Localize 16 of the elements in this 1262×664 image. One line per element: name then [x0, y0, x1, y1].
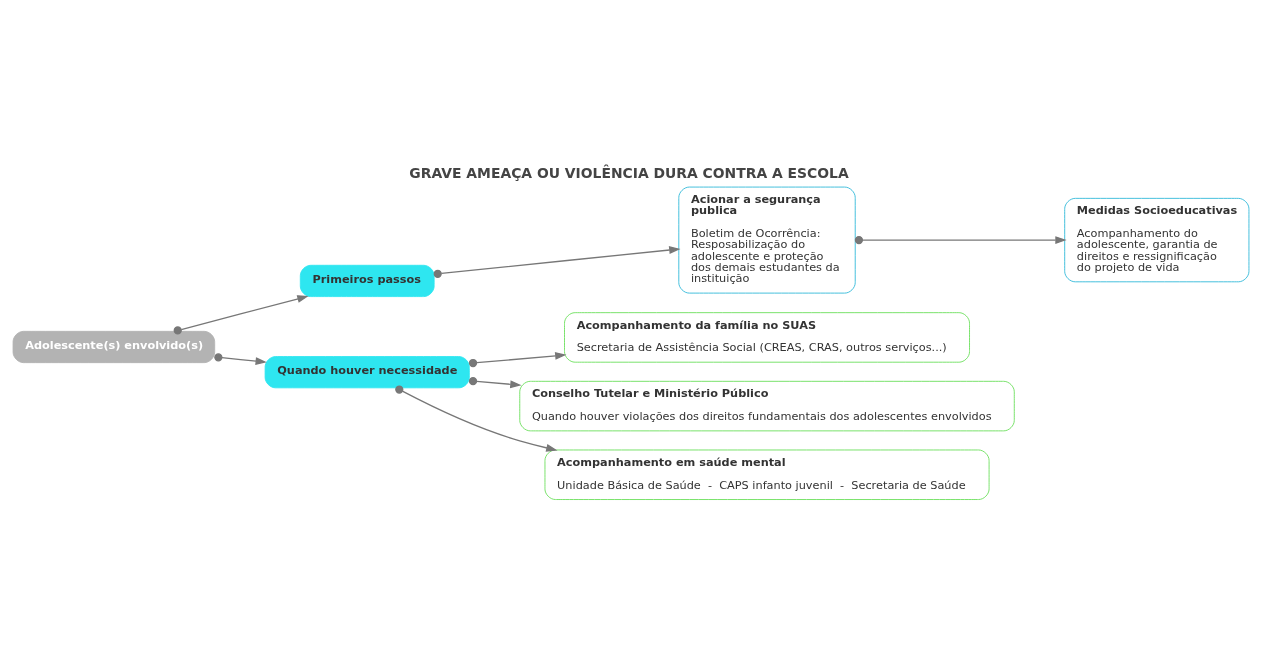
node-box: Acompanhamento em saúde mental Unidade Básica de Saúde - CAPS infanto juvenil - Secretaria de Saúde	[544, 449, 990, 500]
node-box: Quando houver necessidade	[264, 356, 470, 389]
node-box: Primeiros passos	[299, 264, 435, 297]
node-box: Conselho Tutelar e Ministério Público Quando houver violações dos direitos fundamentais dos adolescentes envolvidos	[519, 380, 1015, 432]
arrow	[468, 351, 567, 368]
arrow	[173, 295, 309, 335]
arrow	[854, 235, 1067, 245]
arrow	[395, 385, 558, 452]
node-box: Medidas Socioeducativas Acompanhamento do adolescente, garantia de direitos e ressignificação do projeto de vida	[1064, 197, 1250, 283]
node-box: Acionar a segurança publica Boletim de Ocorrência: Resposabilização do adolescente e proteção dos demais estudantes da instituição	[678, 186, 856, 294]
diagram-title: GRAVE AMEAÇA OU VIOLÊNCIA DURA CONTRA A ESCOLA	[409, 165, 849, 182]
arrow	[214, 353, 267, 366]
arrow	[468, 377, 522, 389]
arrow	[433, 246, 681, 278]
node-box: Adolescente(s) envolvido(s)	[12, 330, 216, 364]
node-box: Acompanhamento da família no SUAS Secretaria de Assistência Social (CREAS, CRAS, outros serviços...)	[564, 312, 970, 363]
